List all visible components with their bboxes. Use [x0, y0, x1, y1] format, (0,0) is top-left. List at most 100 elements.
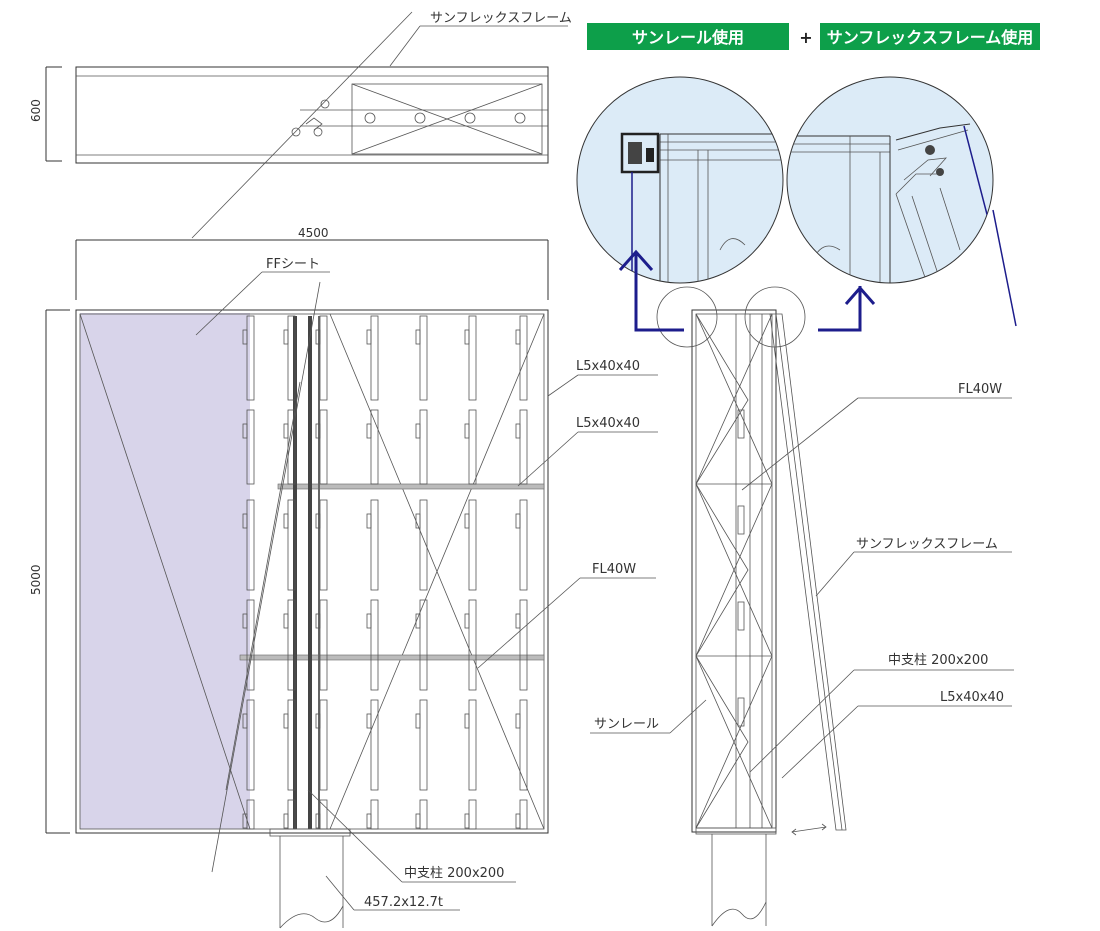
- lamp-slot: [287, 699, 296, 791]
- right-labels: FL40W サンフレックスフレーム 中支柱 200x200 L5x40x40 サ…: [590, 382, 1014, 779]
- lamp-slot: [419, 499, 428, 591]
- lamp-slot: [246, 599, 255, 691]
- center-post-label-right: 中支柱 200x200: [888, 653, 988, 668]
- lamp-socket: [315, 329, 321, 345]
- lamp-socket: [242, 713, 248, 729]
- lamp-socket: [515, 813, 521, 829]
- usage-badges: サンレール使用 + サンフレックスフレーム使用: [587, 23, 1040, 50]
- lamp-slot: [319, 799, 328, 830]
- top-frame-leader: [191, 11, 413, 239]
- dim-4500: 4500: [75, 226, 549, 300]
- l5-label-right: L5x40x40: [940, 690, 1004, 705]
- lamp-socket: [464, 713, 470, 729]
- lamp-socket: [242, 423, 248, 439]
- lamp-socket: [415, 613, 421, 629]
- lamp-slot: [519, 499, 528, 591]
- front-elevation: [75, 281, 549, 929]
- lamp-socket: [415, 813, 421, 829]
- lamp-socket: [464, 513, 470, 529]
- lamp-socket: [464, 813, 470, 829]
- lamp-slot: [370, 499, 379, 591]
- side-elevation: [656, 286, 847, 927]
- lamp-socket: [464, 329, 470, 345]
- lamp-slot: [519, 409, 528, 485]
- detail-arrows: [618, 249, 876, 332]
- lamp-socket: [283, 423, 289, 439]
- fl40w-label-left: FL40W: [592, 562, 636, 577]
- lamp-socket: [242, 513, 248, 529]
- l5-label-a: L5x40x40: [576, 359, 640, 374]
- lamp-slot: [468, 409, 477, 485]
- top-plan-view: 600: [29, 66, 549, 164]
- lamp-slot: [519, 599, 528, 691]
- lamp-slot: [370, 699, 379, 791]
- detail-sunflex-frame: [786, 76, 1017, 327]
- lamp-socket: [515, 423, 521, 439]
- dim-4500-label: 4500: [298, 226, 329, 240]
- lamp-slot: [319, 699, 328, 791]
- frame-label-right: サンフレックスフレーム: [856, 537, 998, 552]
- lamp-slot: [468, 699, 477, 791]
- lamp-socket: [366, 613, 372, 629]
- lamp-socket: [515, 713, 521, 729]
- lamp-slot: [419, 315, 428, 401]
- lamp-slot: [287, 599, 296, 691]
- lamp-slot: [468, 499, 477, 591]
- lamp-slot: [319, 499, 328, 591]
- lamp-socket: [415, 329, 421, 345]
- fl40w-lamps-left: [242, 315, 528, 830]
- lamp-slot: [287, 499, 296, 591]
- badge-sunflex: [820, 23, 1040, 50]
- lamp-socket: [366, 713, 372, 729]
- badge-sunrail: [587, 23, 789, 50]
- lamp-slot: [246, 499, 255, 591]
- lamp-slot: [519, 799, 528, 830]
- center-post-label-left: 中支柱 200x200: [404, 866, 504, 881]
- badge-sunflex-text: サンフレックスフレーム使用: [827, 28, 1034, 47]
- lamp-socket: [515, 513, 521, 529]
- lamp-socket: [283, 713, 289, 729]
- lamp-socket: [315, 613, 321, 629]
- l5-label-b: L5x40x40: [576, 416, 640, 431]
- lamp-socket: [315, 513, 321, 529]
- lamp-socket: [366, 423, 372, 439]
- lamp-slot: [419, 409, 428, 485]
- lamp-slot: [419, 699, 428, 791]
- lamp-socket: [315, 713, 321, 729]
- pipe-label: 457.2x12.7t: [364, 895, 443, 910]
- lamp-slot: [287, 315, 296, 401]
- fl40w-label-right: FL40W: [958, 382, 1002, 397]
- lamp-slot: [468, 599, 477, 691]
- lamp-socket: [415, 513, 421, 529]
- lamp-socket: [415, 713, 421, 729]
- lamp-slot: [287, 409, 296, 485]
- lamp-socket: [242, 613, 248, 629]
- lamp-slot: [246, 699, 255, 791]
- lamp-slot: [519, 699, 528, 791]
- lamp-slot: [246, 409, 255, 485]
- dim-600-label: 600: [29, 99, 43, 122]
- lamp-socket: [283, 813, 289, 829]
- dim-5000-label: 5000: [29, 564, 43, 595]
- lamp-slot: [319, 409, 328, 485]
- lamp-socket: [315, 423, 321, 439]
- lamp-socket: [242, 329, 248, 345]
- lamp-socket: [283, 329, 289, 345]
- lamp-socket: [315, 813, 321, 829]
- lamp-socket: [515, 613, 521, 629]
- lamp-socket: [283, 513, 289, 529]
- lamp-socket: [366, 513, 372, 529]
- lamp-slot: [419, 599, 428, 691]
- lamp-socket: [415, 423, 421, 439]
- lamp-slot: [370, 315, 379, 401]
- lamp-slot: [419, 799, 428, 830]
- lamp-socket: [515, 329, 521, 345]
- lamp-slot: [370, 599, 379, 691]
- lamp-slot: [519, 315, 528, 401]
- lamp-socket: [464, 423, 470, 439]
- top-frame-label: サンフレックスフレーム: [430, 11, 572, 26]
- lamp-socket: [366, 813, 372, 829]
- lamp-slot: [468, 799, 477, 830]
- lamp-slot: [370, 799, 379, 830]
